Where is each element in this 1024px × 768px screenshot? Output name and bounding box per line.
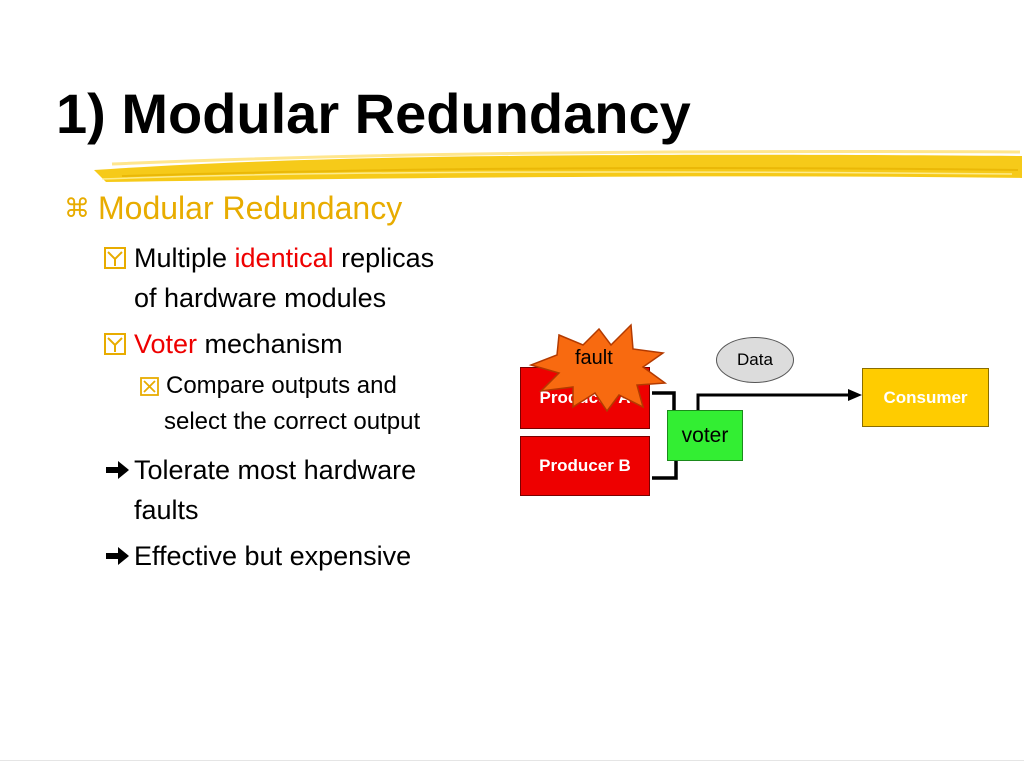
title-underline xyxy=(94,150,1022,182)
voter-label: voter xyxy=(681,423,729,447)
bullet-voter-mechanism: Voter mechanism xyxy=(104,324,343,364)
command-key-icon: ⌘ xyxy=(64,193,90,223)
sub-bullet-compare-outputs: Compare outputs and xyxy=(140,368,397,404)
bullet-effective-expensive: Effective but expensive xyxy=(104,536,411,576)
highlight-voter: Voter xyxy=(134,329,198,359)
checked-box-icon xyxy=(104,238,134,278)
slide-title: 1) Modular Redundancy xyxy=(56,82,691,145)
bullet-text: faults xyxy=(134,495,199,525)
voter-box: voter xyxy=(667,410,743,461)
bullet-tolerate-faults: Tolerate most hardware xyxy=(104,450,416,490)
bullet-text: Effective but expensive xyxy=(134,541,412,571)
bullet-continuation: of hardware modules xyxy=(134,278,386,318)
bullet-identical-replicas: Multiple identical replicas xyxy=(104,238,434,278)
x-box-icon xyxy=(140,368,166,404)
connector-a-voter xyxy=(652,391,676,410)
checked-box-icon xyxy=(104,324,134,364)
bullet-text: of hardware modules xyxy=(134,283,387,313)
right-arrow-icon xyxy=(104,450,134,490)
bullet-text: replicas xyxy=(333,243,435,273)
highlight-identical: identical xyxy=(234,243,334,273)
footer-divider xyxy=(0,760,1024,761)
connector-voter-consumer xyxy=(696,393,856,410)
bullet-text: Multiple xyxy=(134,243,235,273)
bullet-continuation: faults xyxy=(134,490,199,530)
consumer-box: Consumer xyxy=(862,368,989,427)
heading-bullet: ⌘ Modular Redundancy xyxy=(64,188,402,228)
producer-b-box: Producer B xyxy=(520,436,650,496)
sub-bullet-text: Compare outputs and xyxy=(166,372,397,399)
sub-bullet-continuation: select the correct output xyxy=(164,404,420,440)
data-oval: Data xyxy=(716,337,794,383)
consumer-label: Consumer xyxy=(883,387,968,407)
arrowhead xyxy=(848,389,862,401)
sub-bullet-text: select the correct output xyxy=(164,408,421,435)
data-label: Data xyxy=(737,350,773,369)
fault-label: fault xyxy=(575,347,613,369)
bullet-text: Tolerate most hardware xyxy=(134,455,417,485)
producer-b-label: Producer B xyxy=(539,456,631,475)
right-arrow-icon xyxy=(104,536,134,576)
connector-b-voter xyxy=(652,460,678,480)
heading-text: Modular Redundancy xyxy=(98,190,403,226)
fault-star-icon xyxy=(528,323,668,413)
bullet-text: mechanism xyxy=(197,329,343,359)
